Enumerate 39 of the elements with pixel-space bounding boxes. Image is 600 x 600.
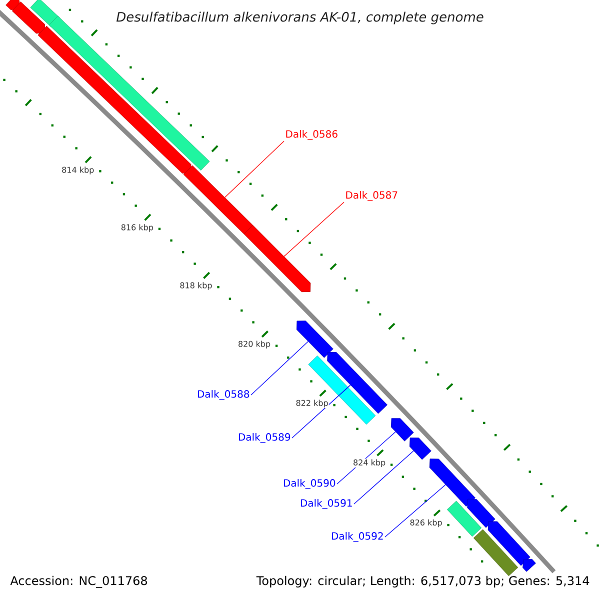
gene-bar (390, 418, 414, 442)
leader-line (354, 450, 414, 504)
gene-bar (38, 26, 192, 174)
leader-line (384, 484, 446, 538)
title: Desulfatibacillum alkenivorans AK-01, complete genome (116, 12, 484, 24)
info-text: Accession: NC_011768 (10, 576, 148, 588)
gene-bar (6, 0, 20, 10)
tick-label: 822 kbp (295, 399, 329, 408)
gene-label: Dalk_0590 (284, 479, 336, 489)
tick-label: 818 kbp (179, 282, 213, 290)
gene-bar (522, 558, 536, 572)
gene-bar (446, 500, 482, 537)
gene-bar (296, 320, 334, 358)
gene-bar (12, 2, 46, 34)
gene-bar (183, 165, 253, 234)
tick-label: 826 kbp (409, 518, 443, 528)
gene-label: Dalk_0589 (238, 433, 290, 443)
gene-bar (244, 224, 311, 292)
leader-line (284, 202, 344, 257)
tick-label: 816 kbp (120, 224, 154, 232)
gene-label: Dalk_0587 (346, 191, 398, 201)
gene-bar (429, 458, 476, 507)
gene-bar (409, 438, 432, 460)
leader-line (250, 341, 308, 396)
gene-bar (30, 0, 60, 28)
gene-bar (473, 529, 518, 576)
gene-bar (488, 521, 530, 566)
gene-bar (467, 498, 496, 528)
info-text: Topology: circular; Length: 6,517,073 bp; Genes: 5,314 (256, 576, 590, 588)
tick-label: 820 kbp (237, 340, 272, 349)
tick-label: 824 kbp (352, 458, 386, 468)
gene-bar (327, 352, 388, 414)
gene-label: Dalk_0586 (286, 130, 338, 140)
gene-label: Dalk_0588 (198, 390, 250, 400)
gene-label: Dalk_0592 (332, 532, 383, 542)
tick-label: 814 kbp (61, 166, 95, 175)
leader-line (224, 140, 284, 198)
leader-line (292, 384, 351, 438)
gene-label: Dalk_0591 (300, 499, 352, 509)
